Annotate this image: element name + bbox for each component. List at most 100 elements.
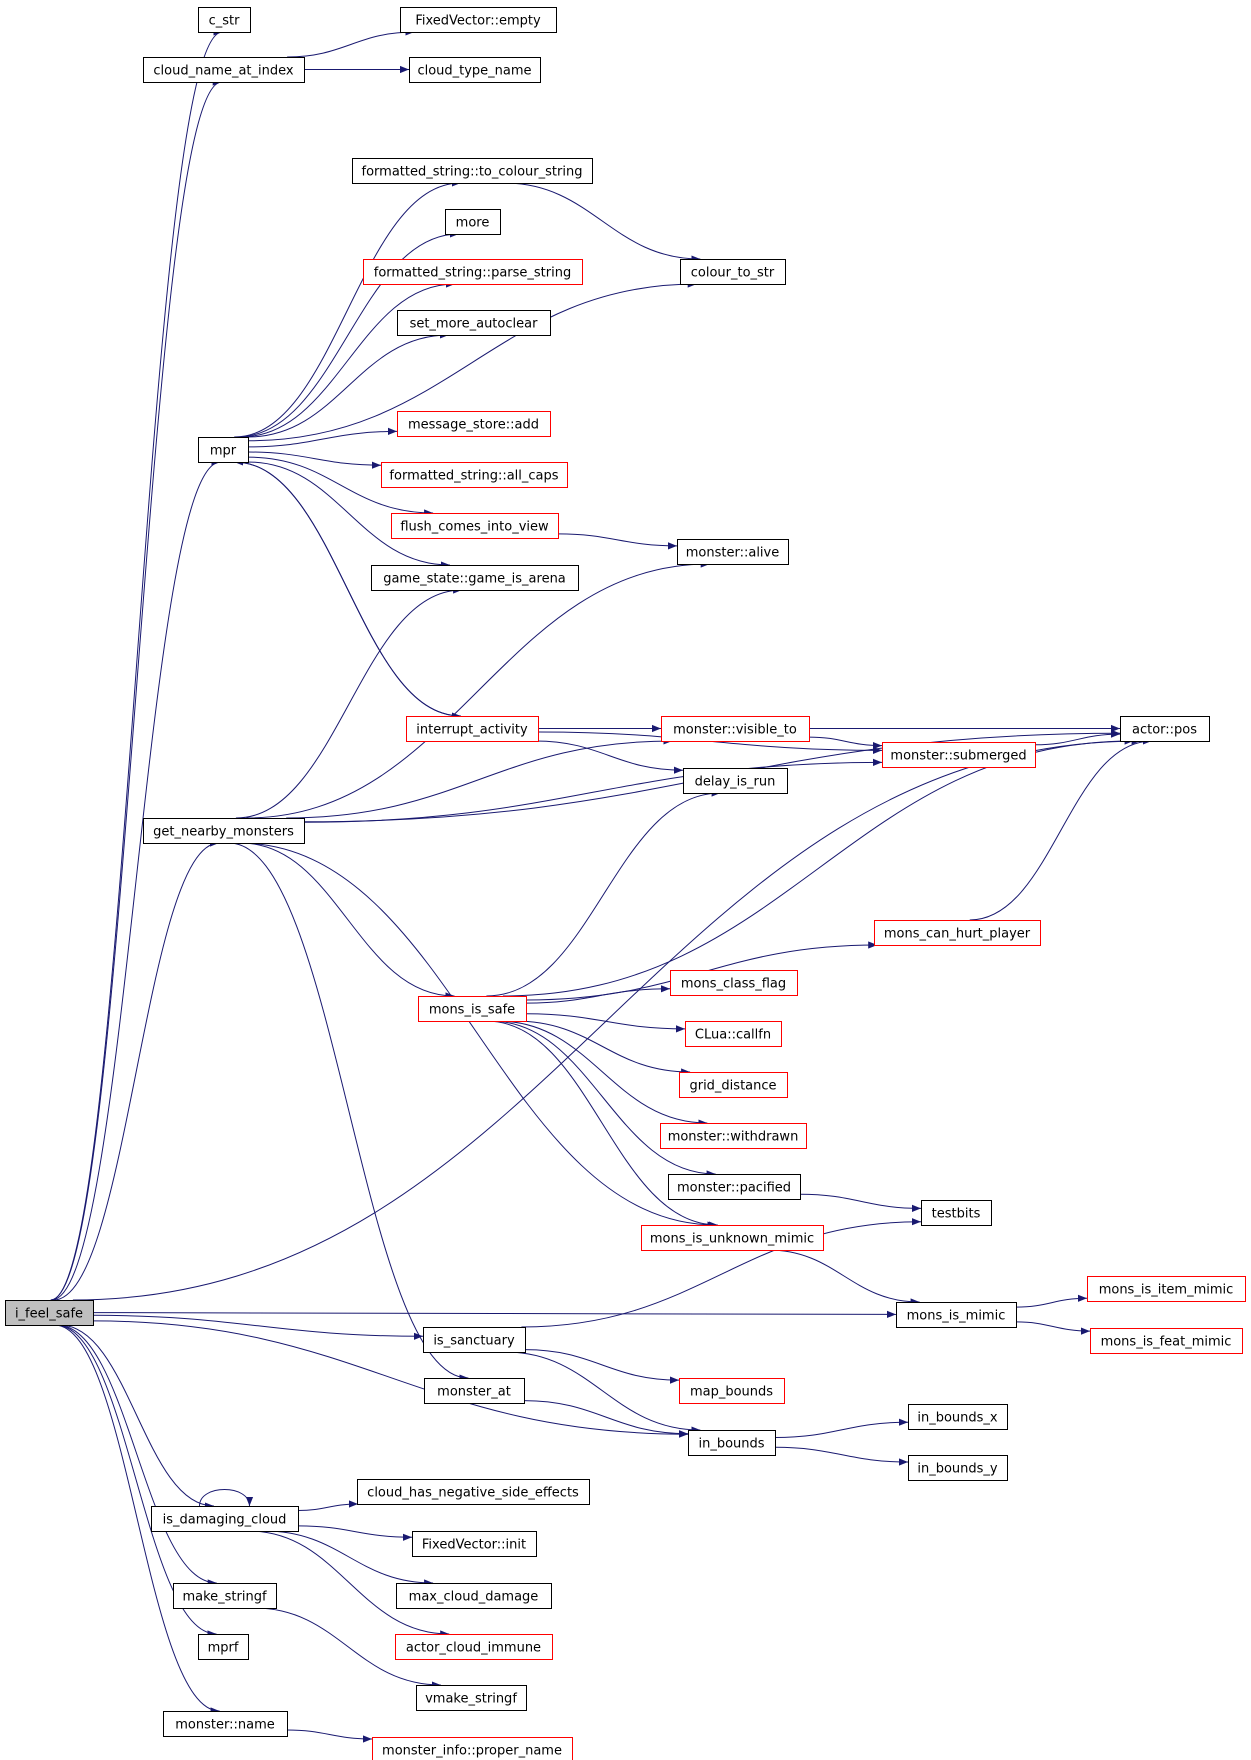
node-mons_can_hurt_player[interactable]: mons_can_hurt_player (874, 920, 1041, 946)
node-feat_mimic[interactable]: mons_is_feat_mimic (1090, 1328, 1243, 1354)
node-more[interactable]: more (445, 209, 501, 235)
node-label: cloud_type_name (417, 64, 531, 79)
node-mons_is_safe[interactable]: mons_is_safe (418, 996, 527, 1022)
node-fixedvector_empty[interactable]: FixedVector::empty (400, 7, 557, 33)
node-fixedvector_init[interactable]: FixedVector::init (412, 1531, 537, 1557)
node-grid_distance[interactable]: grid_distance (679, 1072, 788, 1098)
node-label: more (456, 216, 490, 231)
node-c_str[interactable]: c_str (198, 7, 251, 33)
edge-formatted_to_colour-to-colour_to_str (504, 182, 701, 263)
node-item_mimic[interactable]: mons_is_item_mimic (1087, 1276, 1246, 1302)
node-box (668, 1174, 801, 1200)
node-mons_class_flag[interactable]: mons_class_flag (670, 970, 798, 996)
node-cloud_name_at_index[interactable]: cloud_name_at_index (143, 57, 305, 83)
node-withdrawn[interactable]: monster::withdrawn (660, 1123, 807, 1149)
edge-mons_is_safe-to-grid_distance (514, 1020, 691, 1076)
edge-mpr-to-parse_string (240, 280, 456, 438)
node-message_store_add[interactable]: message_store::add (397, 411, 551, 437)
node-flush_comes[interactable]: flush_comes_into_view (391, 513, 559, 539)
node-actor_cloud_immune[interactable]: actor_cloud_immune (395, 1634, 553, 1660)
edge-i_feel_safe-to-monster_name (54, 1324, 220, 1715)
node-mprf[interactable]: mprf (198, 1634, 249, 1660)
node-i_feel_safe[interactable]: i_feel_safe (5, 1300, 94, 1326)
node-label: is_sanctuary (433, 1334, 515, 1349)
node-get_nearby_monsters[interactable]: get_nearby_monsters (143, 818, 305, 844)
edge-i_feel_safe-to-actor_pos (72, 737, 1141, 1301)
node-label: monster::visible_to (673, 723, 797, 738)
node-is_damaging_cloud[interactable]: is_damaging_cloud (151, 1506, 299, 1532)
node-visible_to[interactable]: monster::visible_to (661, 716, 810, 742)
node-label: mons_is_safe (429, 1003, 515, 1018)
node-box (921, 1200, 992, 1226)
node-box (670, 970, 798, 996)
node-delay_is_run[interactable]: delay_is_run (683, 768, 788, 794)
node-label: max_cloud_damage (409, 1590, 539, 1605)
node-is_sanctuary[interactable]: is_sanctuary (423, 1327, 526, 1353)
node-parse_string[interactable]: formatted_string::parse_string (363, 259, 583, 285)
node-box (397, 310, 551, 336)
node-label: vmake_stringf (425, 1692, 517, 1707)
node-formatted_to_colour[interactable]: formatted_string::to_colour_string (352, 158, 593, 184)
node-mpr[interactable]: mpr (198, 437, 249, 463)
node-box (381, 462, 568, 488)
edge-mpr-to-more (236, 230, 459, 438)
node-box (397, 411, 551, 437)
node-box (679, 1072, 788, 1098)
node-vmake_stringf[interactable]: vmake_stringf (416, 1685, 527, 1711)
node-in_bounds_y[interactable]: in_bounds_y (908, 1455, 1008, 1481)
node-all_caps[interactable]: formatted_string::all_caps (381, 462, 568, 488)
node-pacified[interactable]: monster::pacified (668, 1174, 801, 1200)
node-label: i_feel_safe (15, 1307, 83, 1322)
node-max_cloud_damage[interactable]: max_cloud_damage (396, 1583, 552, 1609)
node-map_bounds[interactable]: map_bounds (679, 1378, 785, 1404)
node-label: mons_class_flag (681, 977, 786, 992)
node-monster_at[interactable]: monster_at (424, 1378, 525, 1404)
node-submerged[interactable]: monster::submerged (882, 742, 1036, 768)
edge-flush_comes-to-monster_alive (557, 533, 678, 550)
node-label: mpr (210, 444, 237, 459)
node-monster_alive[interactable]: monster::alive (677, 539, 789, 565)
node-label: in_bounds_y (917, 1462, 998, 1477)
node-in_bounds_x[interactable]: in_bounds_x (908, 1404, 1008, 1430)
edge-get_nearby_monsters-to-visible_to (286, 737, 673, 819)
node-box (418, 996, 527, 1022)
node-box (352, 158, 593, 184)
node-cloud_type_name[interactable]: cloud_type_name (409, 57, 541, 83)
node-unknown_mimic[interactable]: mons_is_unknown_mimic (641, 1225, 824, 1251)
edge-mpr-to-flush_comes (247, 456, 434, 517)
node-proper_name[interactable]: monster_info::proper_name (372, 1737, 573, 1760)
node-game_is_arena[interactable]: game_state::game_is_arena (371, 565, 579, 591)
node-clua_callfn[interactable]: CLua::callfn (685, 1021, 782, 1047)
edge-mons_is_safe-to-withdrawn (497, 1020, 708, 1127)
edge-mpr-to-message_store_add (247, 427, 398, 448)
node-in_bounds[interactable]: in_bounds (688, 1430, 776, 1456)
node-make_stringf[interactable]: make_stringf (173, 1583, 277, 1609)
edge-make_stringf-to-vmake_stringf (254, 1607, 441, 1689)
node-label: formatted_string::parse_string (374, 266, 571, 281)
edge-i_feel_safe-to-mprf (55, 1324, 217, 1638)
node-box (151, 1506, 299, 1532)
node-testbits[interactable]: testbits (921, 1200, 992, 1226)
node-actor_pos[interactable]: actor::pos (1120, 716, 1210, 742)
node-label: get_nearby_monsters (153, 825, 294, 840)
node-set_more_autoclear[interactable]: set_more_autoclear (397, 310, 551, 336)
edge-in_bounds-to-in_bounds_x (774, 1418, 909, 1438)
node-colour_to_str[interactable]: colour_to_str (680, 259, 786, 285)
node-box (908, 1404, 1008, 1430)
node-box (661, 716, 810, 742)
node-label: FixedVector::init (422, 1538, 526, 1553)
node-box (641, 1225, 824, 1251)
edge-i_feel_safe-to-in_bounds (92, 1320, 689, 1438)
node-mons_is_mimic[interactable]: mons_is_mimic (896, 1302, 1017, 1328)
edge-mpr-to-formatted_to_colour (234, 179, 461, 438)
node-monster_name[interactable]: monster::name (163, 1711, 288, 1737)
node-box (198, 7, 251, 33)
node-label: monster::pacified (677, 1181, 791, 1196)
node-label: cloud_has_negative_side_effects (367, 1486, 579, 1501)
node-cloud_neg[interactable]: cloud_has_negative_side_effects (357, 1479, 590, 1505)
edge-mpr-to-set_more_autoclear (247, 331, 449, 438)
edge-mons_is_safe-to-clua_callfn (525, 1013, 686, 1033)
edge-monster_name-to-proper_name (286, 1729, 373, 1743)
node-interrupt_activity[interactable]: interrupt_activity (406, 716, 539, 742)
